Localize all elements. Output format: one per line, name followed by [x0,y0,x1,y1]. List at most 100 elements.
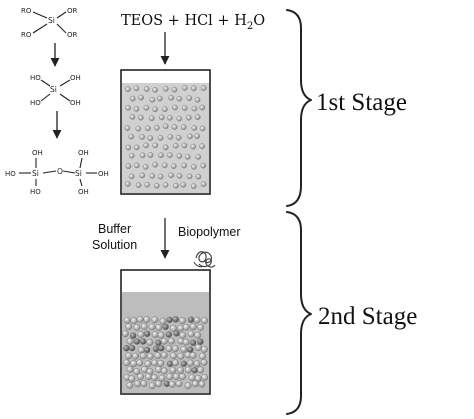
gel-particle [172,359,179,367]
stage2-brace-icon [286,211,312,415]
biopolymer-particle [166,360,174,367]
biopolymer-particle [163,380,170,387]
gel-particle [197,323,205,331]
biopolymer-label: Biopolymer [178,225,241,239]
gel-particles [121,315,209,390]
sol-particle [133,85,140,92]
gel-particle [182,338,190,346]
bond [56,23,67,34]
sol-particle [152,161,158,168]
gel-particle [123,316,131,324]
sol-particle [158,114,165,121]
gel-particle [168,380,176,388]
water-subscript: 2 [247,21,253,32]
sol-particle [199,125,206,132]
gel-particle [169,324,177,332]
biopolymer-particle [189,339,197,346]
stage1-label: 1st Stage [316,89,407,116]
biopolymer-particle [180,360,188,367]
sol-liquid [122,83,209,193]
gel-particle [179,331,187,339]
gel-particle [187,330,195,338]
substituent-top-left: HO [30,74,41,82]
substituent-bottom-left: HO [30,99,41,107]
sol-particle [199,143,205,149]
bond [59,79,71,87]
sol-particle [153,125,160,131]
sol-particle [173,142,179,149]
sol-particle [170,163,177,169]
gel-particle [189,323,197,331]
sol-particle [149,172,156,179]
biopolymer-particle [173,330,180,337]
sol-particle [190,183,197,189]
sol-particle [129,114,136,120]
sol-particles [124,85,207,189]
sol-particle [135,125,142,132]
biopolymer-particle [187,316,195,323]
sol-particle [191,163,197,170]
sol-particle [195,153,201,160]
gel-particle [137,346,145,354]
gel-particle [126,381,134,389]
gel-particle [137,331,145,338]
sol-particle [152,142,158,149]
substituent-right-bottom: OH [78,188,89,196]
silicon-atom-left: Si [32,169,39,178]
sol-particle [200,85,207,91]
gel-particle [144,360,152,368]
gel-particle [130,360,138,367]
sol-particle [162,86,169,92]
sol-particle [125,86,131,92]
sol-particle [139,134,145,140]
sol-particle [135,182,142,188]
gel-particle [126,365,134,373]
substituent-bottom-left: RO [21,31,32,39]
bond [40,93,51,102]
biopolymer-particle [133,338,141,345]
gel-particle [199,352,206,360]
substituent-bottom-right: OR [67,31,78,39]
stage1-brace-icon [286,9,312,207]
sol-particle [180,181,187,188]
gel-particle [165,345,173,352]
sol-particle [173,182,179,189]
sol-particle [185,114,192,121]
gel-particle [155,365,163,373]
sol-particle [194,97,201,103]
sol-particle [162,144,169,151]
biopolymer-particle [166,316,173,324]
sol-particle [125,105,131,111]
sol-particle [157,173,164,180]
gel-particle [146,338,154,346]
sol-particle [137,114,144,121]
gel-particle [175,380,183,388]
sol-particle [128,173,135,180]
gel-particle [132,352,139,360]
gel-particle [177,366,185,374]
sol-particle [199,104,206,111]
gel-particle [128,375,136,383]
biopolymer-particle [139,338,147,345]
sol-particle [144,181,150,188]
gel-particle [151,359,159,367]
sol-particle [162,182,169,188]
gel-particle [146,352,154,360]
substituent-top-left: RO [21,7,32,15]
sol-particle [157,135,164,141]
gel-particle [198,380,206,388]
bridging-oxygen: O [57,167,63,176]
sol-particle [176,153,183,159]
sol-particle [171,86,178,93]
sol-particle [156,95,163,102]
sol-particle [143,105,150,111]
bond [40,79,51,87]
bond [32,23,48,34]
biopolymer-particle [162,323,169,330]
gel-particle [194,331,202,339]
sol-particle [194,133,200,139]
gel-particle [184,382,192,389]
sol-particle [158,152,164,158]
gel-particle [197,366,205,374]
